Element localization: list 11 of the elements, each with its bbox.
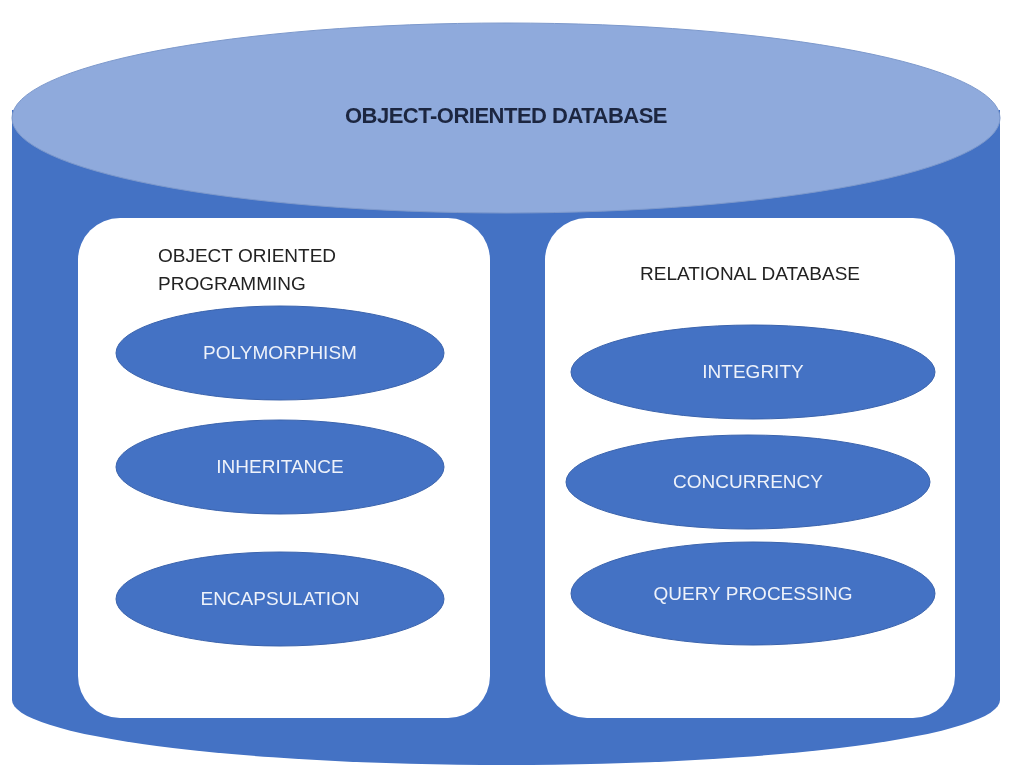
cylinder-title: OBJECT-ORIENTED DATABASE xyxy=(343,103,669,129)
panel-heading: OBJECT ORIENTED PROGRAMMING xyxy=(158,244,338,296)
concept-label: CONCURRENCY xyxy=(672,470,824,494)
group-panel xyxy=(545,218,955,718)
group-panel xyxy=(78,218,490,718)
concept-label: INHERITANCE xyxy=(215,455,345,479)
concept-label: ENCAPSULATION xyxy=(199,587,361,611)
concept-label: POLYMORPHISM xyxy=(202,341,358,365)
concept-label: INTEGRITY xyxy=(701,360,805,384)
panel-heading: RELATIONAL DATABASE xyxy=(639,262,861,286)
concept-label: QUERY PROCESSING xyxy=(652,581,854,606)
